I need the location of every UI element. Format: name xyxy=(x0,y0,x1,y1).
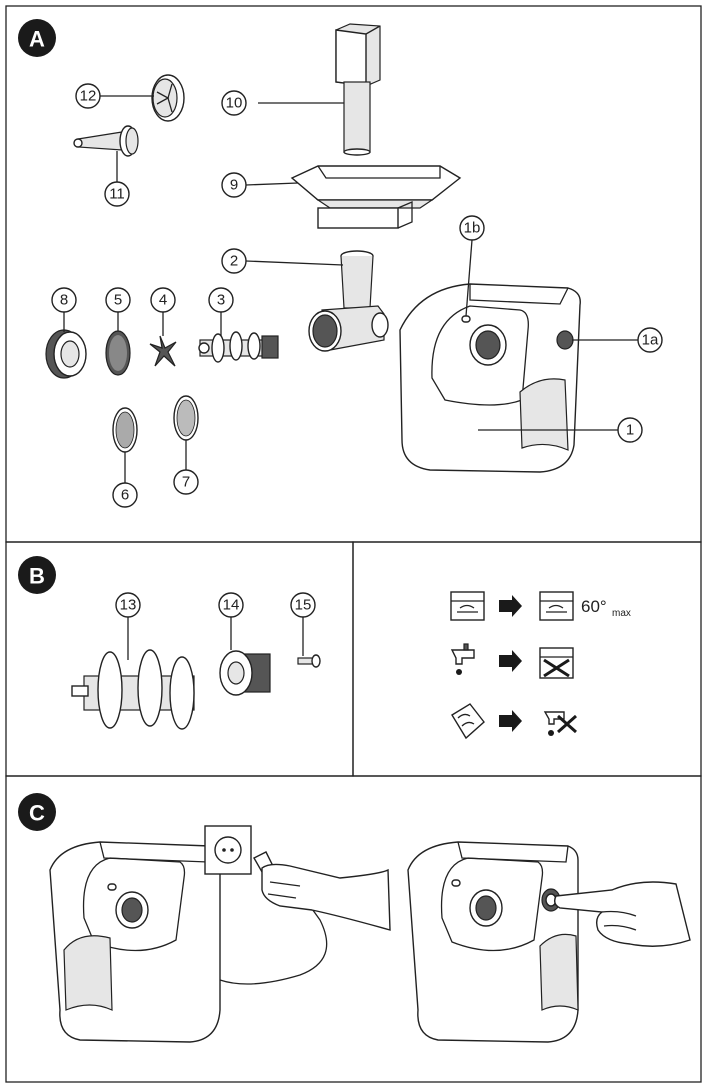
callout-1: 1 xyxy=(617,417,643,443)
callout-1b-label: 1b xyxy=(464,220,481,237)
callout-13-label: 13 xyxy=(120,597,137,614)
callout-13: 13 xyxy=(115,592,141,618)
callout-15: 15 xyxy=(290,592,316,618)
section-b-badge: B xyxy=(18,556,56,594)
sausage-disc-part xyxy=(151,74,185,122)
medium-plate-part xyxy=(112,407,138,453)
dishwasher-crossed-icon xyxy=(539,647,574,679)
arrow-right-icon-2 xyxy=(499,650,522,672)
dishwasher-60-icon xyxy=(539,591,574,621)
callout-4: 4 xyxy=(150,287,176,313)
tap-crossed-icon xyxy=(543,711,577,736)
motor-unit-left xyxy=(49,841,221,1043)
screw-part xyxy=(198,331,279,363)
callout-1-label: 1 xyxy=(626,422,634,439)
callout-8-label: 8 xyxy=(60,292,68,309)
callout-12-label: 12 xyxy=(80,88,97,105)
auger-end-part xyxy=(219,650,271,696)
callout-14: 14 xyxy=(218,592,244,618)
pusher-part xyxy=(335,23,381,156)
auger-part xyxy=(71,649,195,730)
callout-9: 9 xyxy=(221,172,247,198)
callout-5: 5 xyxy=(105,287,131,313)
section-c-badge: C xyxy=(18,793,56,831)
temperature-sub-label: max xyxy=(612,608,631,619)
callout-7-label: 7 xyxy=(182,474,190,491)
grinder-head-part xyxy=(308,250,389,352)
callout-9-label: 9 xyxy=(230,177,238,194)
callout-10-label: 10 xyxy=(226,95,243,112)
callout-3: 3 xyxy=(208,287,234,313)
leader-2 xyxy=(245,260,344,266)
arrow-right-icon xyxy=(499,595,522,617)
leader-1b xyxy=(465,239,473,317)
small-screw-part xyxy=(297,654,321,668)
motor-unit-part xyxy=(399,283,581,473)
callout-10: 10 xyxy=(221,90,247,116)
callout-5-label: 5 xyxy=(114,292,122,309)
temperature-label: 60° xyxy=(581,597,607,616)
sausage-funnel-part xyxy=(73,125,139,157)
panel-frames xyxy=(5,5,702,1083)
callout-1a-label: 1a xyxy=(642,332,659,349)
cloth-wipe-icon xyxy=(451,703,485,740)
wall-socket-icon xyxy=(204,825,252,875)
callout-14-label: 14 xyxy=(223,597,240,614)
callout-11: 11 xyxy=(104,181,130,207)
callout-2-label: 2 xyxy=(230,253,238,270)
dishwasher-icon xyxy=(450,591,485,621)
hand-icon xyxy=(261,863,391,931)
fine-plate-part xyxy=(105,330,131,376)
ring-nut-part xyxy=(45,329,87,379)
leader-9 xyxy=(245,182,299,186)
callout-7: 7 xyxy=(173,469,199,495)
section-a-badge: A xyxy=(18,19,56,57)
callout-4-label: 4 xyxy=(159,292,167,309)
callout-3-label: 3 xyxy=(217,292,225,309)
callout-1a: 1a xyxy=(637,327,663,353)
callout-1b: 1b xyxy=(459,215,485,241)
section-a-label: A xyxy=(29,27,45,52)
callout-8: 8 xyxy=(51,287,77,313)
hand-pressing-icon xyxy=(553,881,691,947)
feeding-tray-part xyxy=(290,165,462,229)
callout-6-label: 6 xyxy=(121,487,129,504)
coarse-plate-part xyxy=(173,395,199,441)
callout-15-label: 15 xyxy=(295,597,312,614)
arrow-right-icon-3 xyxy=(499,710,522,732)
motor-unit-right xyxy=(407,841,579,1043)
callout-2: 2 xyxy=(221,248,247,274)
tap-icon xyxy=(450,643,475,675)
section-c-label: C xyxy=(29,801,45,826)
blade-part xyxy=(149,335,177,367)
section-b-label: B xyxy=(29,564,45,589)
callout-12: 12 xyxy=(75,83,101,109)
callout-11-label: 11 xyxy=(109,186,125,203)
callout-6: 6 xyxy=(112,482,138,508)
